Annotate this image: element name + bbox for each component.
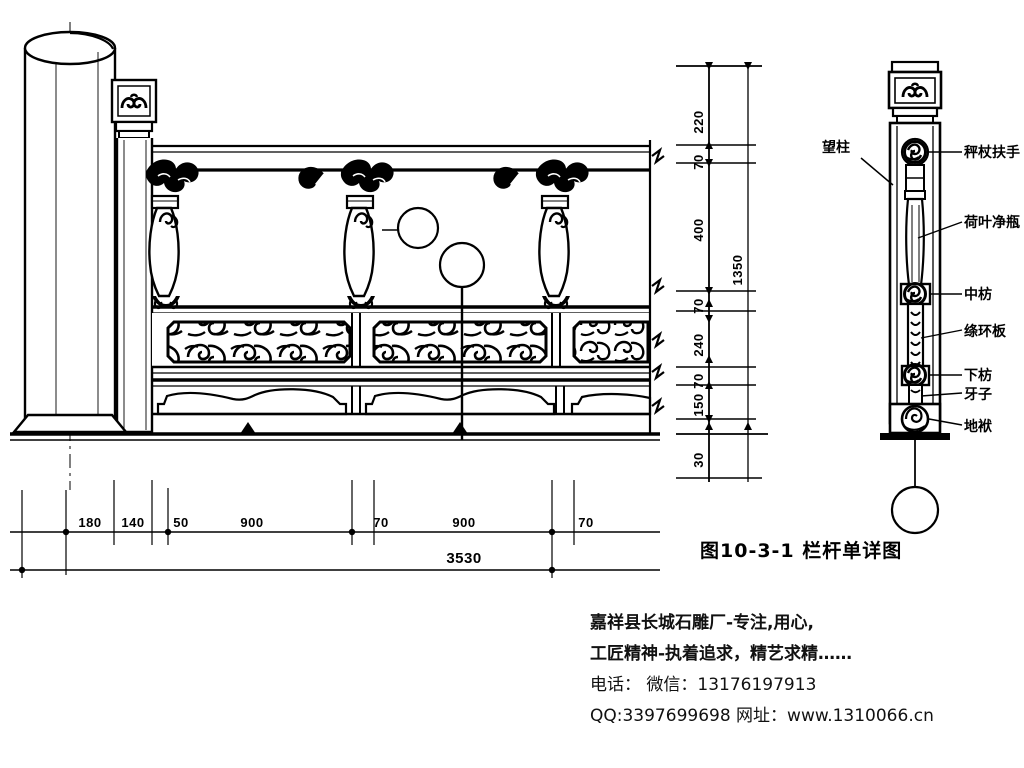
- label-wangzhu: 望柱: [822, 139, 850, 156]
- vdim-220: 220: [691, 110, 706, 133]
- base-peg: [240, 422, 256, 434]
- break-line: [651, 147, 665, 165]
- taohuanban-panel: [166, 320, 352, 364]
- dim-arrow-group: [705, 62, 752, 430]
- break-line: [651, 363, 665, 381]
- figure-title: 图10-3-1 栏杆单详图: [700, 540, 903, 562]
- vdim-70-a: 70: [691, 154, 706, 169]
- heye-jingping-baluster: [145, 159, 199, 310]
- break-line: [651, 277, 665, 295]
- vertical-dimension-stack: 220 70 400 70 240 70 150 30 1350: [676, 62, 768, 482]
- callout-balloon[interactable]: [382, 206, 440, 250]
- footer-line-qq-web: QQ:3397699698 网址：www.1310066.cn: [590, 706, 934, 726]
- callout-circle[interactable]: [396, 206, 440, 250]
- round-pillar: [23, 22, 117, 490]
- wangzhu-detail-drawing: 望柱 秤杖扶手 荷叶净瓶 中枋 绦环板 下枋 牙子 地袱: [822, 60, 1020, 535]
- zhongfang-mid-rail: [152, 305, 650, 314]
- vdim-70-b: 70: [691, 298, 706, 313]
- break-line: [651, 397, 665, 415]
- vdim-240: 240: [691, 333, 706, 356]
- detail-difu-base: [880, 402, 950, 440]
- footer-line-company: 嘉祥县长城石雕厂-专注,用心,: [590, 613, 814, 633]
- vdim-150: 150: [691, 393, 706, 416]
- difu-base-sill: [240, 422, 468, 434]
- main-elevation: [10, 22, 665, 490]
- heye-jingping-baluster: [493, 159, 589, 310]
- hdim-140: 140: [121, 515, 144, 530]
- detail-chengzhang-rosette: [900, 137, 930, 167]
- taohuanban-panel: [572, 320, 650, 364]
- callout-balloon[interactable]: [890, 440, 940, 535]
- detail-xiafang-rosette: [900, 363, 931, 387]
- pier-cap-block: [110, 78, 158, 124]
- horizontal-dimension-stack: 180 140 50 900 70 900 70 3530: [10, 480, 660, 578]
- vdim-70-c: 70: [691, 373, 706, 388]
- yazi-apron: [156, 388, 348, 416]
- label-zhongfang: 中枋: [964, 286, 992, 303]
- heye-jingping-baluster: [298, 159, 394, 310]
- hdim-900-b: 900: [452, 515, 475, 530]
- vdim-overall-1350: 1350: [730, 255, 745, 286]
- break-line: [651, 331, 665, 349]
- taohuanban-panel-row: [152, 313, 650, 374]
- yazi-apron: [364, 388, 556, 416]
- hdim-overall-3530: 3530: [446, 550, 481, 567]
- label-heye-jingping: 荷叶净瓶: [963, 214, 1020, 231]
- leader-right-group: [917, 151, 963, 426]
- plinth-base: [10, 413, 660, 441]
- base-peg: [452, 422, 468, 434]
- label-difu: 地袱: [964, 418, 992, 435]
- label-yazi: 牙子: [964, 387, 992, 403]
- hdim-900-a: 900: [240, 515, 263, 530]
- pier-shaft: [115, 138, 154, 434]
- yazi-apron: [570, 392, 652, 416]
- vdim-30: 30: [691, 452, 706, 467]
- footer-contact-block: 嘉祥县长城石雕厂-专注,用心, 工匠精神-执着追求，精艺求精…… 电话： 微信：…: [590, 608, 1020, 732]
- hdim-70-a: 70: [373, 515, 388, 530]
- footer-line-slogan: 工匠精神-执着追求，精艺求精……: [590, 644, 853, 664]
- label-taohuanban: 绦环板: [964, 323, 1007, 340]
- wangzhu-pier-elevation: [110, 78, 158, 434]
- callout-circle[interactable]: [438, 241, 486, 289]
- hdim-tick-group: [62, 528, 556, 536]
- hdim-70-b: 70: [578, 515, 593, 530]
- footer-line-phone: 电话： 微信：13176197913: [590, 675, 817, 695]
- detail-cap-block: [887, 60, 943, 124]
- taohuanban-panel: [372, 320, 548, 364]
- detail-heye-jingping: [904, 164, 926, 287]
- label-chengzhang-fushou: 秤杖扶手: [964, 144, 1020, 161]
- hdim-180: 180: [78, 515, 101, 530]
- detail-taohuanban: [906, 302, 925, 370]
- detail-zhongfang-rosette: [899, 282, 932, 306]
- callout-circle[interactable]: [890, 485, 940, 535]
- label-xiafang: 下枋: [964, 367, 992, 384]
- xiafang-lower-rail: [152, 378, 650, 387]
- break-line-group: [648, 140, 665, 434]
- callout-balloon[interactable]: [438, 241, 486, 440]
- leader-left: [860, 157, 894, 186]
- hdim-50: 50: [173, 515, 188, 530]
- yazi-apron-row: [152, 386, 652, 416]
- vdim-400: 400: [691, 218, 706, 241]
